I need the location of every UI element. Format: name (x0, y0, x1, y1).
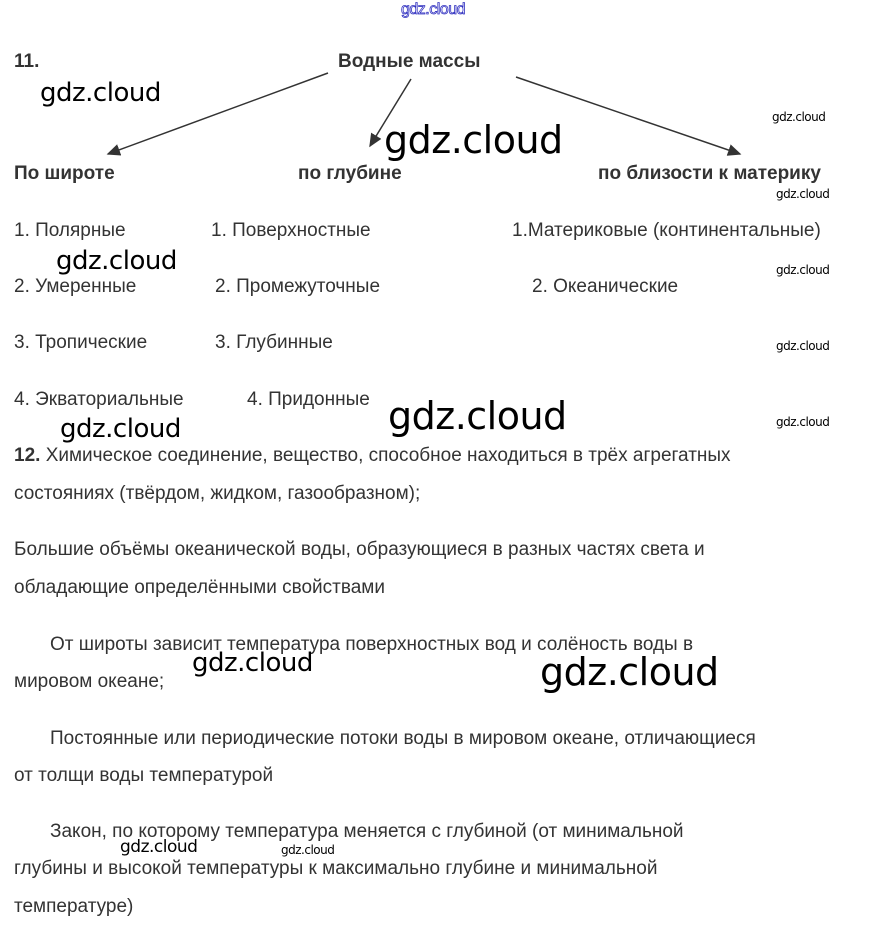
answer-line: Постоянные или периодические потоки воды… (50, 728, 756, 749)
heading-depth: по глубине (298, 163, 402, 184)
answer-line: состояниях (твёрдом, жидком, газообразно… (14, 483, 421, 504)
answer-text: Химическое соединение, вещество, способн… (40, 445, 731, 466)
list-item: 4. Придонные (247, 389, 370, 410)
watermark: gdz.cloud (540, 650, 719, 694)
answer-line: Закон, по которому температура меняется … (50, 821, 684, 842)
heading-continent: по близости к материку (598, 163, 821, 184)
diagram-arrows (106, 72, 742, 156)
watermark: gdz.cloud (388, 394, 567, 438)
watermark: gdz.cloud (192, 648, 313, 678)
watermark: gdz.cloud (60, 414, 181, 444)
arrow-latitude (106, 72, 329, 156)
task-12-number: 12. (14, 445, 41, 466)
watermark: gdz.cloud (772, 110, 826, 124)
list-item: 2. Умеренные (14, 276, 137, 297)
list-item: 1. Полярные (14, 220, 126, 241)
watermark: gdz.cloud (281, 843, 335, 857)
arrow-continent (515, 76, 742, 156)
watermark: gdz.cloud (40, 78, 161, 108)
watermark: gdz.cloud (776, 339, 830, 353)
watermark: gdz.cloud (120, 837, 198, 857)
answer-line: глубины и высокой температуры к максимал… (14, 858, 658, 879)
watermark: gdz.cloud (776, 187, 830, 201)
answer-line: обладающие определёнными свойствами (14, 577, 385, 598)
answer-line: 12. Химическое соединение, вещество, спо… (14, 445, 731, 467)
watermark: gdz.cloud (384, 118, 563, 162)
answer-line: мировом океане; (14, 671, 165, 692)
watermark: gdz.cloud (776, 263, 830, 277)
watermark: gdz.cloud (56, 246, 177, 276)
arrow-depth (369, 78, 412, 148)
answer-line: От широты зависит температура поверхност… (50, 634, 694, 655)
list-item: 1.Материковые (континентальные) (512, 220, 821, 241)
watermark: gdz.cloud (401, 1, 466, 19)
diagram-root: Водные массы (338, 51, 481, 72)
list-item: 3. Тропические (14, 332, 148, 353)
answer-line: температуре) (14, 896, 134, 917)
answer-line: Большие объёмы океанической воды, образу… (14, 539, 705, 560)
list-item: 4. Экваториальные (14, 389, 184, 410)
answer-line: от толщи воды температурой (14, 765, 274, 786)
watermark: gdz.cloud (776, 415, 830, 429)
list-item: 1. Поверхностные (211, 220, 371, 241)
list-item: 3. Глубинные (215, 332, 333, 353)
heading-latitude: По широте (14, 163, 115, 184)
list-item: 2. Океанические (532, 276, 679, 297)
list-item: 2. Промежуточные (215, 276, 381, 297)
task-11-number: 11. (14, 51, 40, 72)
